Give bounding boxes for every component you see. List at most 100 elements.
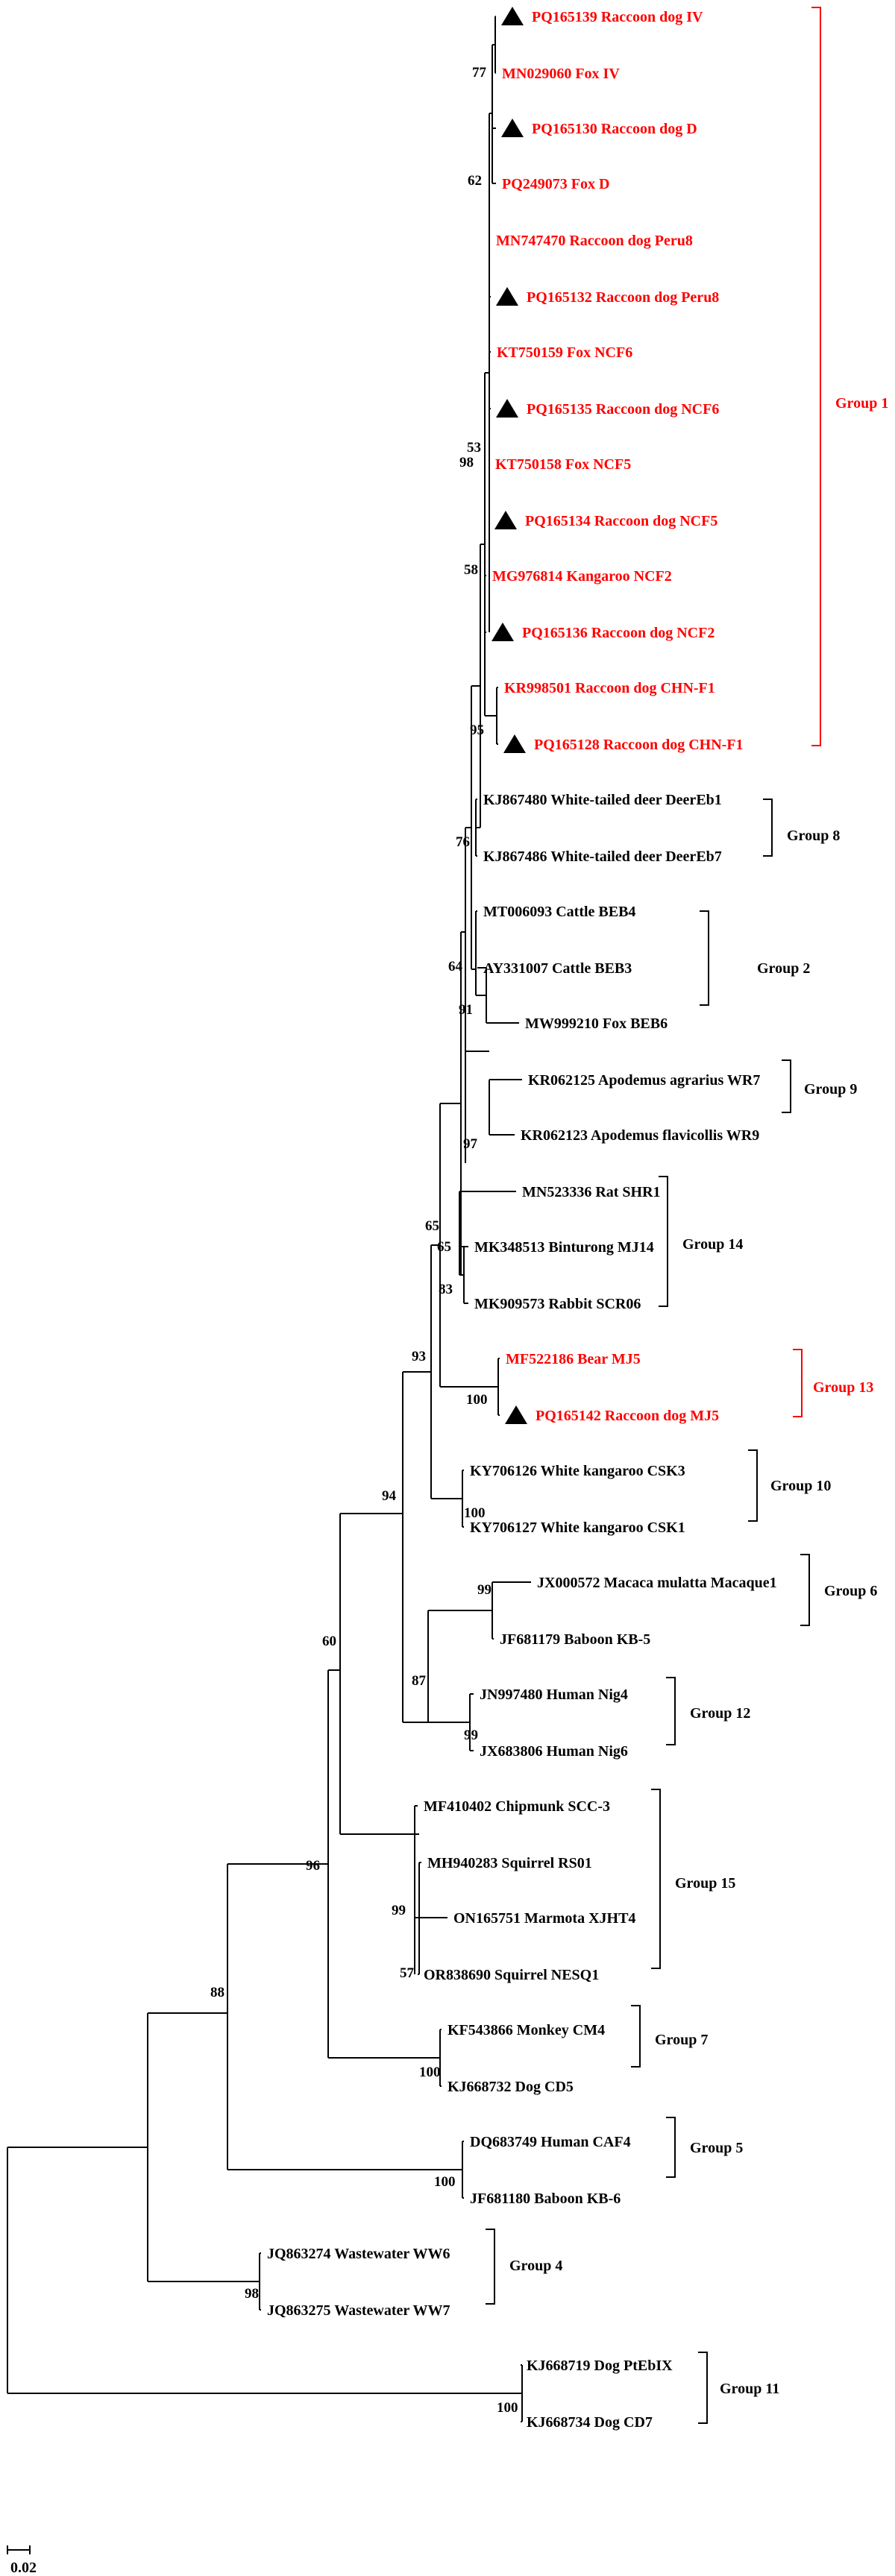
bootstrap-value: 57 xyxy=(400,1965,415,1981)
taxon-label: PQ165136 Raccoon dog NCF2 xyxy=(522,625,715,641)
bootstrap-value: 77 xyxy=(472,65,487,81)
taxon-label: ON165751 Marmota XJHT4 xyxy=(453,1910,635,1927)
taxon-label: KR062125 Apodemus agrarius WR7 xyxy=(528,1072,760,1089)
bootstrap-value: 65 xyxy=(425,1218,439,1234)
group-bracket xyxy=(651,1789,661,1969)
taxon-label: PQ165142 Raccoon dog MJ5 xyxy=(536,1408,719,1424)
bootstrap-value: 98 xyxy=(459,455,474,470)
bootstrap-value: 95 xyxy=(470,722,484,738)
group-label: Group 10 xyxy=(770,1478,831,1494)
group-brackets xyxy=(486,7,821,2424)
group-bracket xyxy=(763,799,773,857)
bootstrap-value: 62 xyxy=(468,173,482,189)
bootstrap-value: 58 xyxy=(464,562,478,578)
taxon-label: PQ165130 Raccoon dog D xyxy=(532,121,697,137)
bootstrap-value: 100 xyxy=(464,1505,486,1521)
scale-bar-label: 0.02 xyxy=(10,2560,37,2576)
taxon-label: KJ867486 White-tailed deer DeerEb7 xyxy=(483,848,722,865)
triangle-markers xyxy=(492,7,527,1424)
taxon-label: MG976814 Kangaroo NCF2 xyxy=(492,568,672,585)
bootstrap-value: 88 xyxy=(210,1985,224,2000)
group-label: Group 9 xyxy=(804,1081,857,1098)
group-label: Group 6 xyxy=(824,1583,877,1599)
taxon-label: MN747470 Raccoon dog Peru8 xyxy=(496,233,693,249)
taxon-label: KT750159 Fox NCF6 xyxy=(497,344,632,361)
group-label: Group 12 xyxy=(690,1705,750,1722)
taxon-label: JX000572 Macaca mulatta Macaque1 xyxy=(537,1575,777,1591)
group-label: Group 2 xyxy=(757,960,810,977)
group-bracket xyxy=(748,1449,758,1522)
group-bracket xyxy=(631,2005,641,2068)
triangle-marker-icon xyxy=(496,399,518,418)
bootstrap-value: 65 xyxy=(437,1239,451,1255)
group-label: Group 11 xyxy=(720,2381,779,2397)
bootstrap-value: 87 xyxy=(412,1673,427,1689)
taxon-label: MF410402 Chipmunk SCC-3 xyxy=(424,1798,610,1815)
taxon-label: AY331007 Cattle BEB3 xyxy=(483,960,632,977)
bootstrap-value: 53 xyxy=(467,440,481,456)
triangle-marker-icon xyxy=(501,7,524,25)
group-label: Group 7 xyxy=(655,2032,708,2048)
bootstrap-value: 99 xyxy=(392,1903,406,1918)
bootstrap-value: 60 xyxy=(322,1634,336,1649)
triangle-marker-icon xyxy=(496,287,518,306)
taxon-label: MH940283 Squirrel RS01 xyxy=(427,1855,592,1871)
bootstrap-value: 97 xyxy=(463,1136,478,1152)
bootstrap-value: 93 xyxy=(412,1349,426,1364)
taxon-label: DQ683749 Human CAF4 xyxy=(470,2134,631,2150)
taxon-label: KJ668734 Dog CD7 xyxy=(527,2414,653,2431)
triangle-marker-icon xyxy=(501,119,524,137)
taxon-label: PQ165134 Raccoon dog NCF5 xyxy=(525,513,717,529)
taxon-label: JQ863275 Wastewater WW7 xyxy=(267,2302,450,2319)
taxon-label: MK909573 Rabbit SCR06 xyxy=(474,1296,641,1312)
scale-bar: 0.02 xyxy=(7,2545,37,2576)
taxon-label: MT006093 Cattle BEB4 xyxy=(483,904,635,920)
bootstrap-value: 100 xyxy=(419,2065,441,2080)
bootstrap-value: 83 xyxy=(439,1282,453,1297)
group-bracket xyxy=(486,2229,495,2305)
taxon-labels: PQ165139 Raccoon dog IV MN029060 Fox IV PQ… xyxy=(267,9,777,2431)
taxon-label: KJ867480 White-tailed deer DeerEb1 xyxy=(483,792,722,808)
taxon-label: PQ165132 Raccoon dog Peru8 xyxy=(527,289,719,306)
taxon-label: PQ165128 Raccoon dog CHN-F1 xyxy=(534,737,744,753)
taxon-label: MN523336 Rat SHR1 xyxy=(522,1184,661,1200)
taxon-label: PQ249073 Fox D xyxy=(502,176,609,192)
bootstrap-values: 7762539858957664919765658393100941009987… xyxy=(210,65,518,2416)
group-label: Group 13 xyxy=(813,1379,873,1396)
triangle-marker-icon xyxy=(492,623,514,641)
group-bracket xyxy=(782,1059,791,1113)
taxon-label: KJ668732 Dog CD5 xyxy=(448,2079,574,2095)
taxon-label: JF681179 Baboon KB-5 xyxy=(500,1631,650,1648)
group-bracket xyxy=(700,910,709,1006)
bootstrap-value: 94 xyxy=(382,1488,397,1504)
bootstrap-value: 99 xyxy=(477,1582,492,1598)
taxon-label: KT750158 Fox NCF5 xyxy=(495,456,631,473)
bootstrap-value: 100 xyxy=(434,2174,456,2190)
triangle-marker-icon xyxy=(503,734,526,753)
group-label: Group 1 xyxy=(835,395,888,412)
taxon-label: KJ668719 Dog PtEbIX xyxy=(527,2358,673,2374)
group-bracket xyxy=(659,1176,668,1307)
taxon-label: KR062123 Apodemus flavicollis WR9 xyxy=(521,1127,759,1144)
taxon-label: OR838690 Squirrel NESQ1 xyxy=(424,1967,599,1983)
taxon-label: MW999210 Fox BEB6 xyxy=(525,1015,668,1032)
bootstrap-value: 76 xyxy=(456,834,470,850)
bootstrap-value: 64 xyxy=(448,959,463,974)
taxon-label: JX683806 Human Nig6 xyxy=(480,1743,628,1760)
taxon-label: PQ165139 Raccoon dog IV xyxy=(532,9,703,25)
bootstrap-value: 98 xyxy=(245,2286,259,2302)
taxon-label: MN029060 Fox IV xyxy=(502,66,620,82)
triangle-marker-icon xyxy=(494,511,517,529)
group-label: Group 5 xyxy=(690,2140,743,2156)
group-bracket xyxy=(800,1554,810,1626)
taxon-label: KY706126 White kangaroo CSK3 xyxy=(470,1463,685,1479)
taxon-label: KR998501 Raccoon dog CHN-F1 xyxy=(504,680,715,696)
taxon-label: JF681180 Baboon KB-6 xyxy=(470,2191,621,2207)
taxon-label: MK348513 Binturong MJ14 xyxy=(474,1239,654,1256)
group-bracket xyxy=(666,2117,676,2178)
group-bracket xyxy=(666,1677,676,1745)
bootstrap-value: 99 xyxy=(464,1728,478,1743)
taxon-label: KY706127 White kangaroo CSK1 xyxy=(470,1520,685,1536)
